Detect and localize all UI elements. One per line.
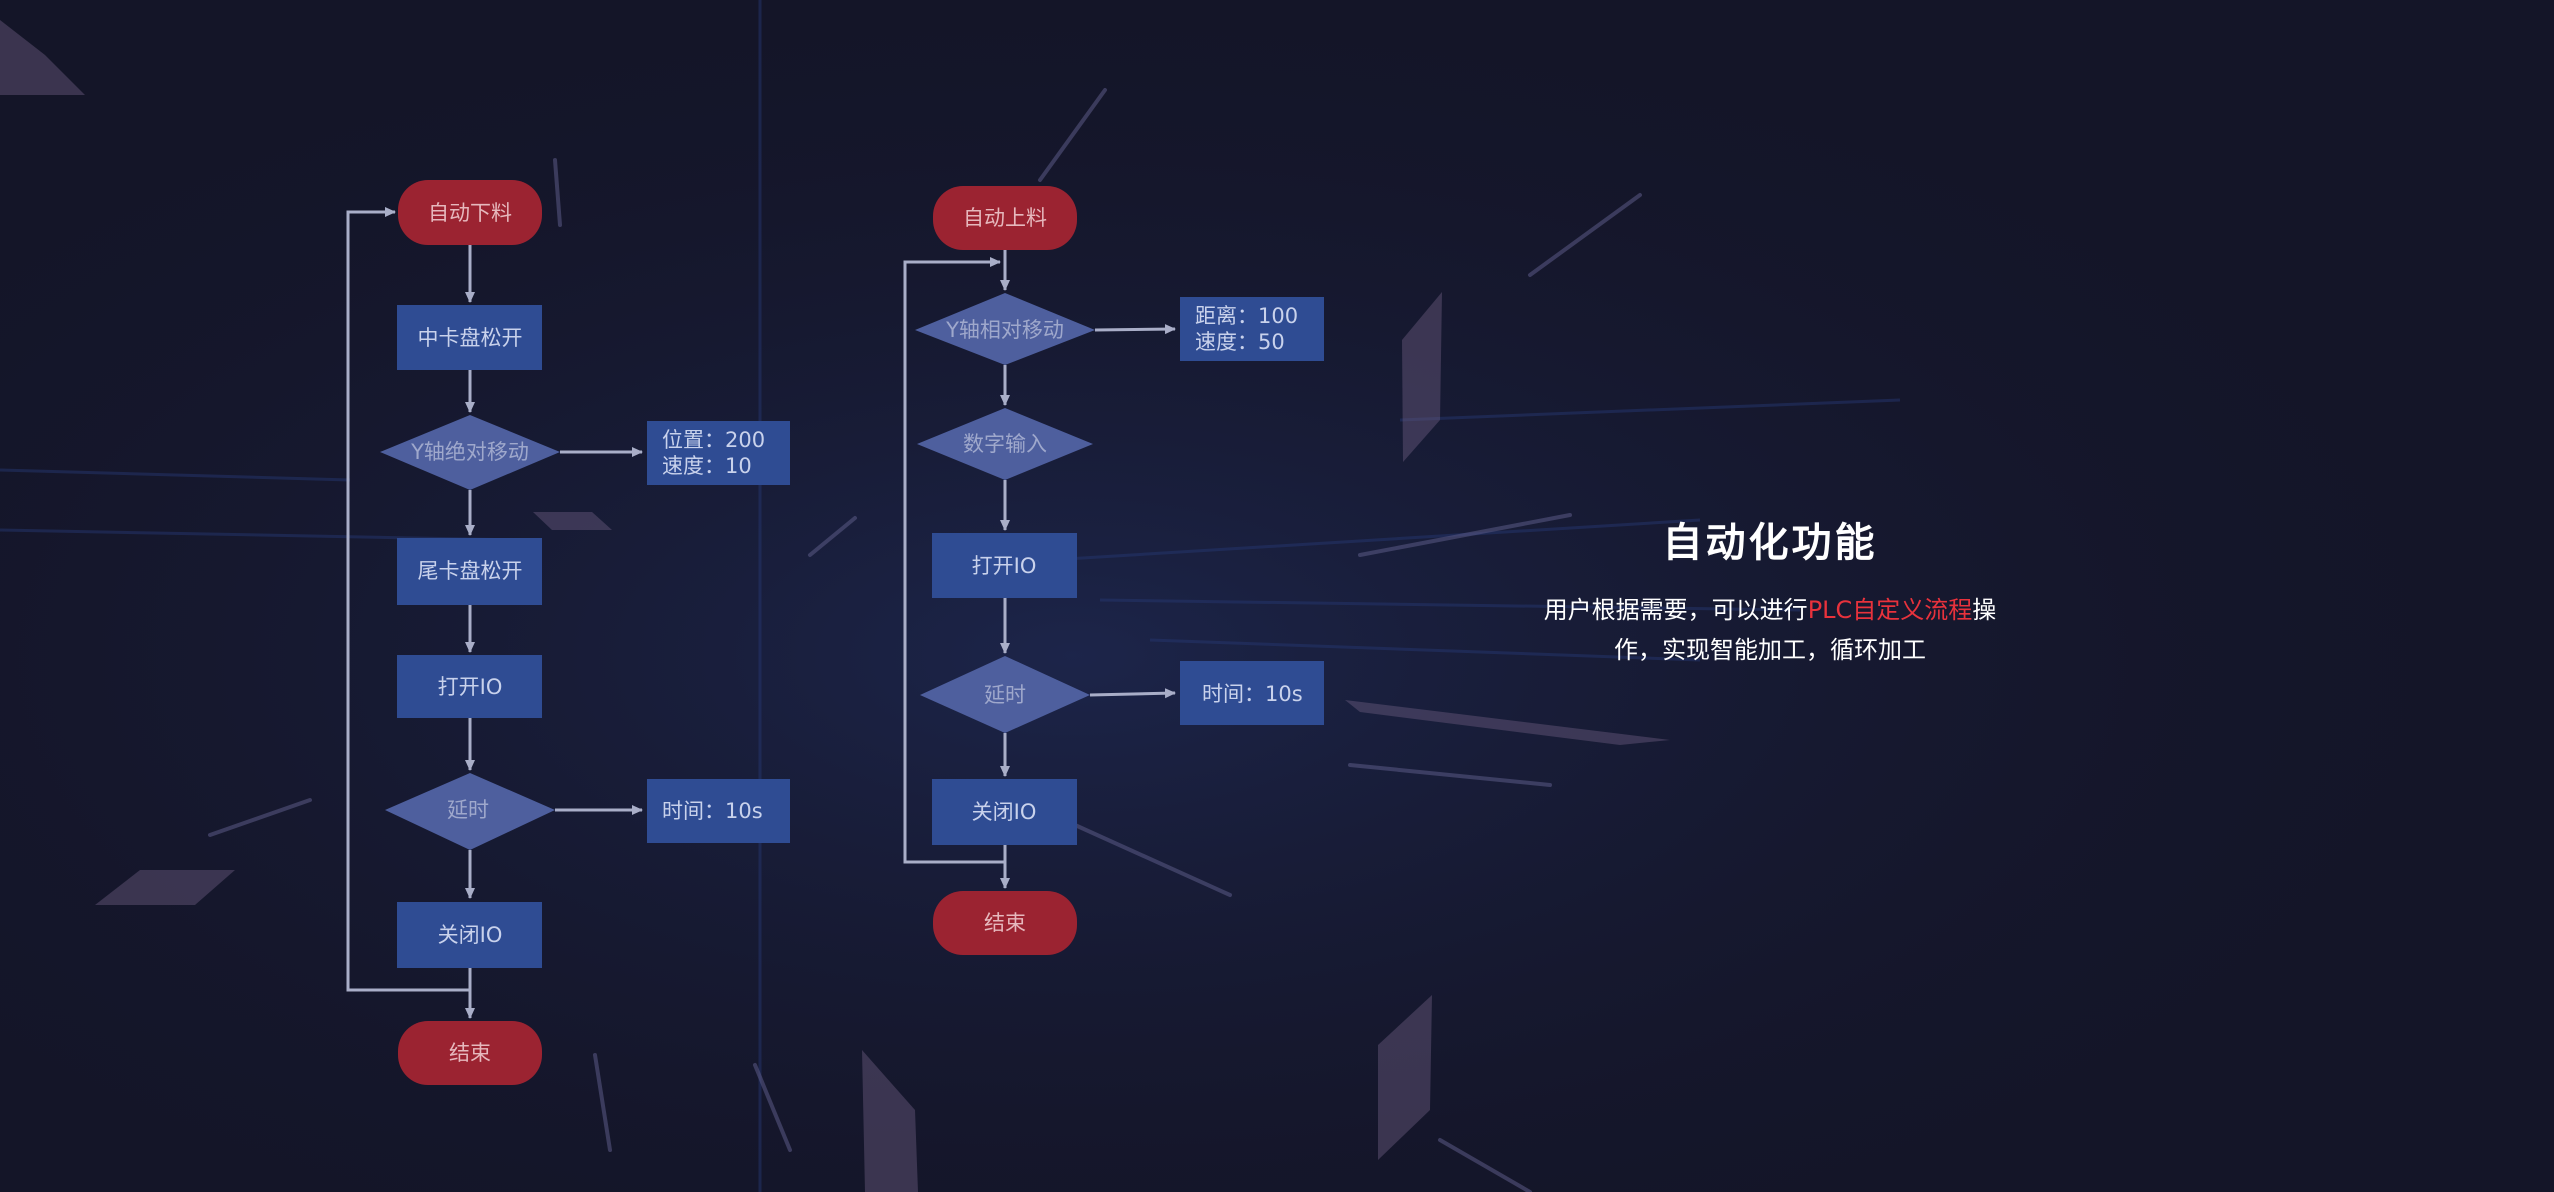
loop-back-connector: [903, 257, 1005, 864]
flow-left-step-4: 关闭IO: [397, 902, 542, 968]
flow-left-step-3: 打开IO: [397, 655, 542, 718]
flow-right-step-1: 打开IO: [932, 533, 1077, 598]
flow-right: 自动上料 Y轴相对移动 距离：100 速度：50 数字输入 打开IO 延时 时间…: [903, 186, 1324, 955]
flow-right-step-2: 关闭IO: [932, 779, 1077, 845]
flow-right-start: 自动上料: [933, 186, 1077, 250]
flow-right-decision-1-label: Y轴相对移动: [945, 318, 1064, 342]
flow-right-step-1-label: 打开IO: [972, 554, 1037, 578]
flow-right-param-1: 距离：100 速度：50: [1180, 297, 1324, 361]
flow-left-step-1-label: 中卡盘松开: [418, 326, 523, 350]
flow-right-decision-3-label: 延时: [984, 683, 1026, 707]
flow-left-step-1: 中卡盘松开: [397, 305, 542, 370]
feature-description: 用户根据需要，可以进行PLC自定义流程操作，实现智能加工，循环加工: [1535, 590, 2005, 670]
flow-left-start-label: 自动下料: [428, 201, 512, 225]
flow-left-connectors: [346, 207, 643, 1019]
flow-left-end: 结束: [398, 1021, 542, 1085]
flow-right-param-2: 时间：10s: [1180, 661, 1324, 725]
flow-right-start-label: 自动上料: [963, 206, 1047, 230]
flow-left-end-label: 结束: [449, 1041, 491, 1065]
flow-left-step-2: 尾卡盘松开: [397, 538, 542, 605]
flow-left-decision-2: 延时: [385, 773, 555, 850]
flow-right-end-label: 结束: [984, 911, 1026, 935]
flow-left-param-1-line-2: 速度：10: [662, 454, 752, 478]
feature-section: 自动化功能 用户根据需要，可以进行PLC自定义流程操作，实现智能加工，循环加工: [1500, 510, 2040, 670]
flow-right-step-2-label: 关闭IO: [972, 800, 1037, 824]
flow-left-decision-1-label: Y轴绝对移动: [410, 440, 529, 464]
flow-right-decision-3: 延时: [920, 656, 1090, 733]
connector: [1094, 324, 1176, 335]
flow-right-decision-2-label: 数字输入: [963, 432, 1047, 456]
flow-right-param-2-label: 时间：10s: [1202, 682, 1303, 706]
flow-right-param-1-line-1: 距离：100: [1195, 304, 1298, 328]
feature-desc-part-1: 用户根据需要，可以进行: [1543, 596, 1808, 624]
flow-left-param-2: 时间：10s: [647, 779, 790, 843]
connector: [1089, 688, 1176, 699]
flow-right-param-1-line-2: 速度：50: [1195, 330, 1285, 354]
flow-right-decision-2: 数字输入: [917, 408, 1093, 480]
flow-left-step-4-label: 关闭IO: [438, 923, 503, 947]
flow-left-param-1-line-1: 位置：200: [662, 428, 765, 452]
flow-left-param-2-label: 时间：10s: [662, 799, 763, 823]
flow-right-connectors: [903, 250, 1176, 889]
flow-left-start: 自动下料: [398, 180, 542, 245]
flow-left-step-3-label: 打开IO: [438, 675, 503, 699]
feature-desc-part-2: 操作，实现智能加工，循环加工: [1614, 596, 1997, 664]
flow-left-param-1: 位置：200 速度：10: [647, 421, 790, 485]
flow-left: 自动下料 中卡盘松开 Y轴绝对移动 位置：200 速度：10 尾卡盘松开 打开I…: [346, 180, 790, 1085]
feature-title: 自动化功能: [1662, 520, 1878, 566]
flow-right-end: 结束: [933, 891, 1077, 955]
flow-left-decision-2-label: 延时: [447, 798, 489, 822]
feature-desc-highlight: PLC自定义流程: [1807, 596, 1973, 624]
flow-right-decision-1: Y轴相对移动: [915, 293, 1095, 365]
flow-left-step-2-label: 尾卡盘松开: [418, 559, 523, 583]
flow-left-decision-1: Y轴绝对移动: [380, 415, 560, 490]
loop-back-connector: [346, 207, 470, 992]
